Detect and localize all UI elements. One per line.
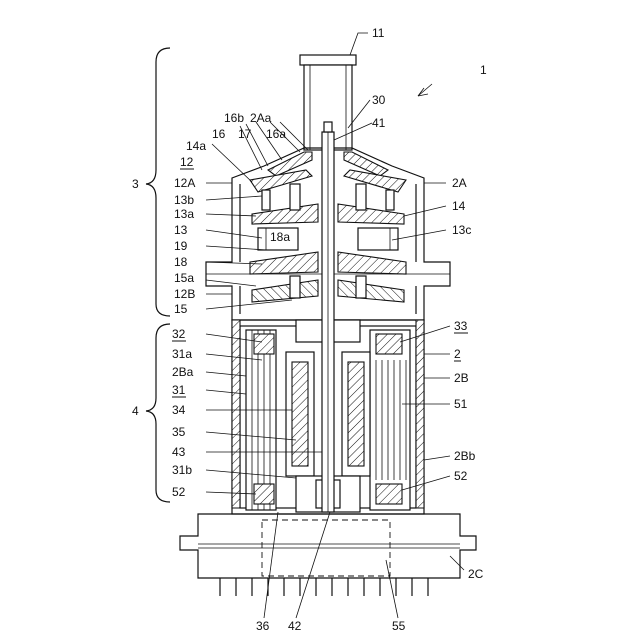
label-2C: 2C xyxy=(468,567,484,581)
label-17: 17 xyxy=(238,127,252,141)
label-36: 36 xyxy=(256,619,270,633)
label-32: 32 xyxy=(172,327,186,341)
label-2: 2 xyxy=(454,347,461,361)
label-16a: 16a xyxy=(266,127,286,141)
label-31b: 31b xyxy=(172,463,192,477)
label-16: 16 xyxy=(212,127,226,141)
label-35: 35 xyxy=(172,425,186,439)
label-14a: 14a xyxy=(186,139,206,153)
label-19: 19 xyxy=(174,239,188,253)
label-1: 1 xyxy=(480,63,487,77)
label-15a: 15a xyxy=(174,271,194,285)
label-2Ba: 2Ba xyxy=(172,365,194,379)
label-12A: 12A xyxy=(174,176,195,190)
label-13: 13 xyxy=(174,223,188,237)
label-31: 31 xyxy=(172,383,186,397)
label-16b: 16b xyxy=(224,111,244,125)
label-12B: 12B xyxy=(174,287,195,301)
label-3: 3 xyxy=(132,177,139,191)
label-42: 42 xyxy=(288,619,302,633)
label-55: 55 xyxy=(392,619,406,633)
label-14: 14 xyxy=(452,199,466,213)
label-52-left: 52 xyxy=(172,485,186,499)
label-43: 43 xyxy=(172,445,186,459)
label-2Bb: 2Bb xyxy=(454,449,476,463)
label-18a: 18a xyxy=(270,230,290,244)
label-51: 51 xyxy=(454,397,468,411)
shaft-41 xyxy=(322,122,334,512)
label-2A: 2A xyxy=(452,176,467,190)
base-2C xyxy=(180,514,476,596)
label-13b: 13b xyxy=(174,193,194,207)
label-2B: 2B xyxy=(454,371,469,385)
label-33: 33 xyxy=(454,319,468,333)
label-12: 12 xyxy=(180,155,194,169)
label-15: 15 xyxy=(174,302,188,316)
label-13c: 13c xyxy=(452,223,471,237)
label-34: 34 xyxy=(172,403,186,417)
label-31a: 31a xyxy=(172,347,192,361)
label-52-right: 52 xyxy=(454,469,468,483)
label-18: 18 xyxy=(174,255,188,269)
label-2Aa: 2Aa xyxy=(250,111,272,125)
section-braces xyxy=(146,48,170,502)
label-11: 11 xyxy=(372,26,385,40)
label-41: 41 xyxy=(372,116,386,130)
label-30: 30 xyxy=(372,93,386,107)
label-13a: 13a xyxy=(174,207,194,221)
label-4: 4 xyxy=(132,404,139,418)
